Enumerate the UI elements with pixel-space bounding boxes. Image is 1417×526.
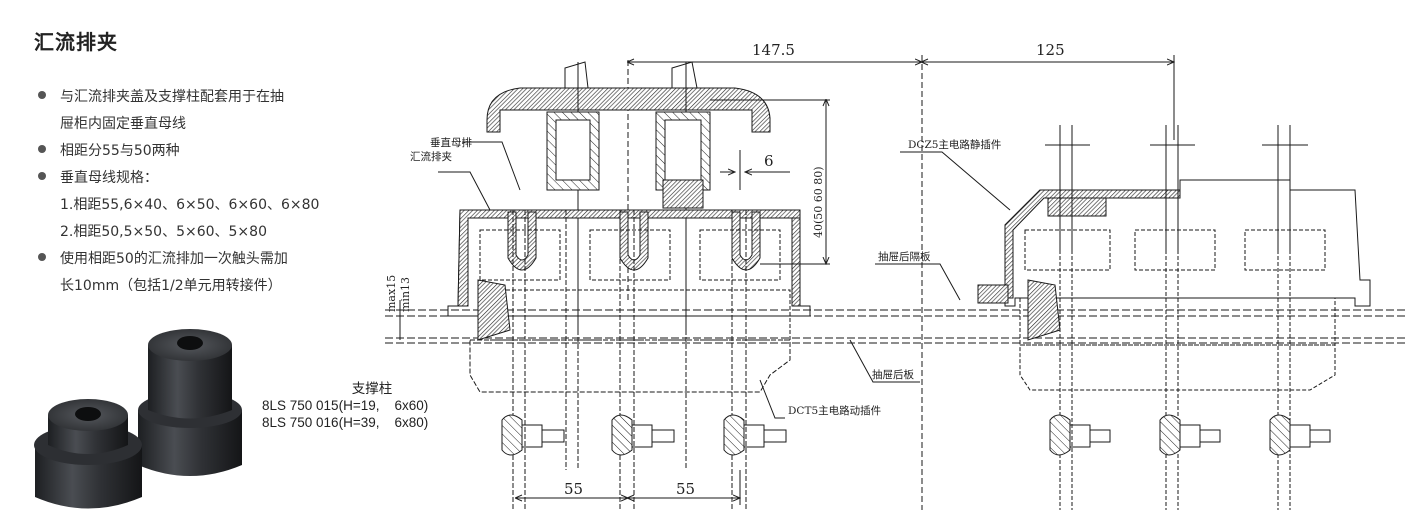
dim-min: min13: [399, 277, 412, 312]
technical-drawing: 147.5 125 55 55 6 40(50 60 80) max15 min…: [385, 41, 1405, 510]
label-drawer-back: 抽屉后板: [872, 368, 914, 381]
label-static-plugin: DCZ5主电路静插件: [908, 138, 1001, 151]
dim-125: 125: [1036, 41, 1065, 59]
support-row: 8LS 750 016(H=39, 6x80): [262, 415, 429, 430]
list-item: 相距分55与50两种: [38, 140, 358, 167]
list-item: 1.相距55,6×40、6×50、6×60、6×80: [60, 197, 320, 213]
feature-list: 与汇流排夹盖及支撑柱配套用于在抽 屉柜内固定垂直母线 相距分55与50两种 垂直…: [38, 86, 358, 302]
dim-55-left: 55: [564, 480, 583, 498]
support-caption: 支撑柱 8LS 750 015(H=19, 6x60) 8LS 750 016(…: [262, 380, 462, 431]
bullet-icon: [38, 145, 46, 153]
label-vertical-busbar: 垂直母排: [430, 136, 472, 149]
dim-6: 6: [764, 152, 774, 170]
label-busbar-clamp: 汇流排夹: [410, 150, 452, 163]
bullet-icon: [38, 253, 46, 261]
list-item: 使用相距50的汇流排加一次触头需加: [38, 248, 358, 275]
support-title: 支撑柱: [351, 381, 393, 396]
support-row: 8LS 750 015(H=19, 6x60): [262, 398, 429, 413]
label-moving-plugin: DCT5主电路动插件: [788, 404, 881, 417]
page-title: 汇流排夹: [34, 30, 118, 54]
dim-147-5: 147.5: [752, 41, 795, 59]
dim-40: 40(50 60 80): [812, 166, 825, 238]
list-item: 屉柜内固定垂直母线: [60, 116, 186, 132]
bullet-icon: [38, 91, 46, 99]
label-drawer-partition: 抽屉后隔板: [878, 250, 931, 263]
list-item: 与汇流排夹盖及支撑柱配套用于在抽: [38, 86, 358, 113]
list-item: 长10mm（包括1/2单元用转接件）: [60, 278, 282, 294]
support-post-photo: [34, 329, 242, 509]
list-item: 垂直母线规格：: [38, 167, 358, 194]
dim-55-right: 55: [676, 480, 695, 498]
list-item: 2.相距50,5×50、5×60、5×80: [60, 224, 267, 240]
bullet-icon: [38, 172, 46, 180]
dim-max: max15: [385, 275, 398, 312]
